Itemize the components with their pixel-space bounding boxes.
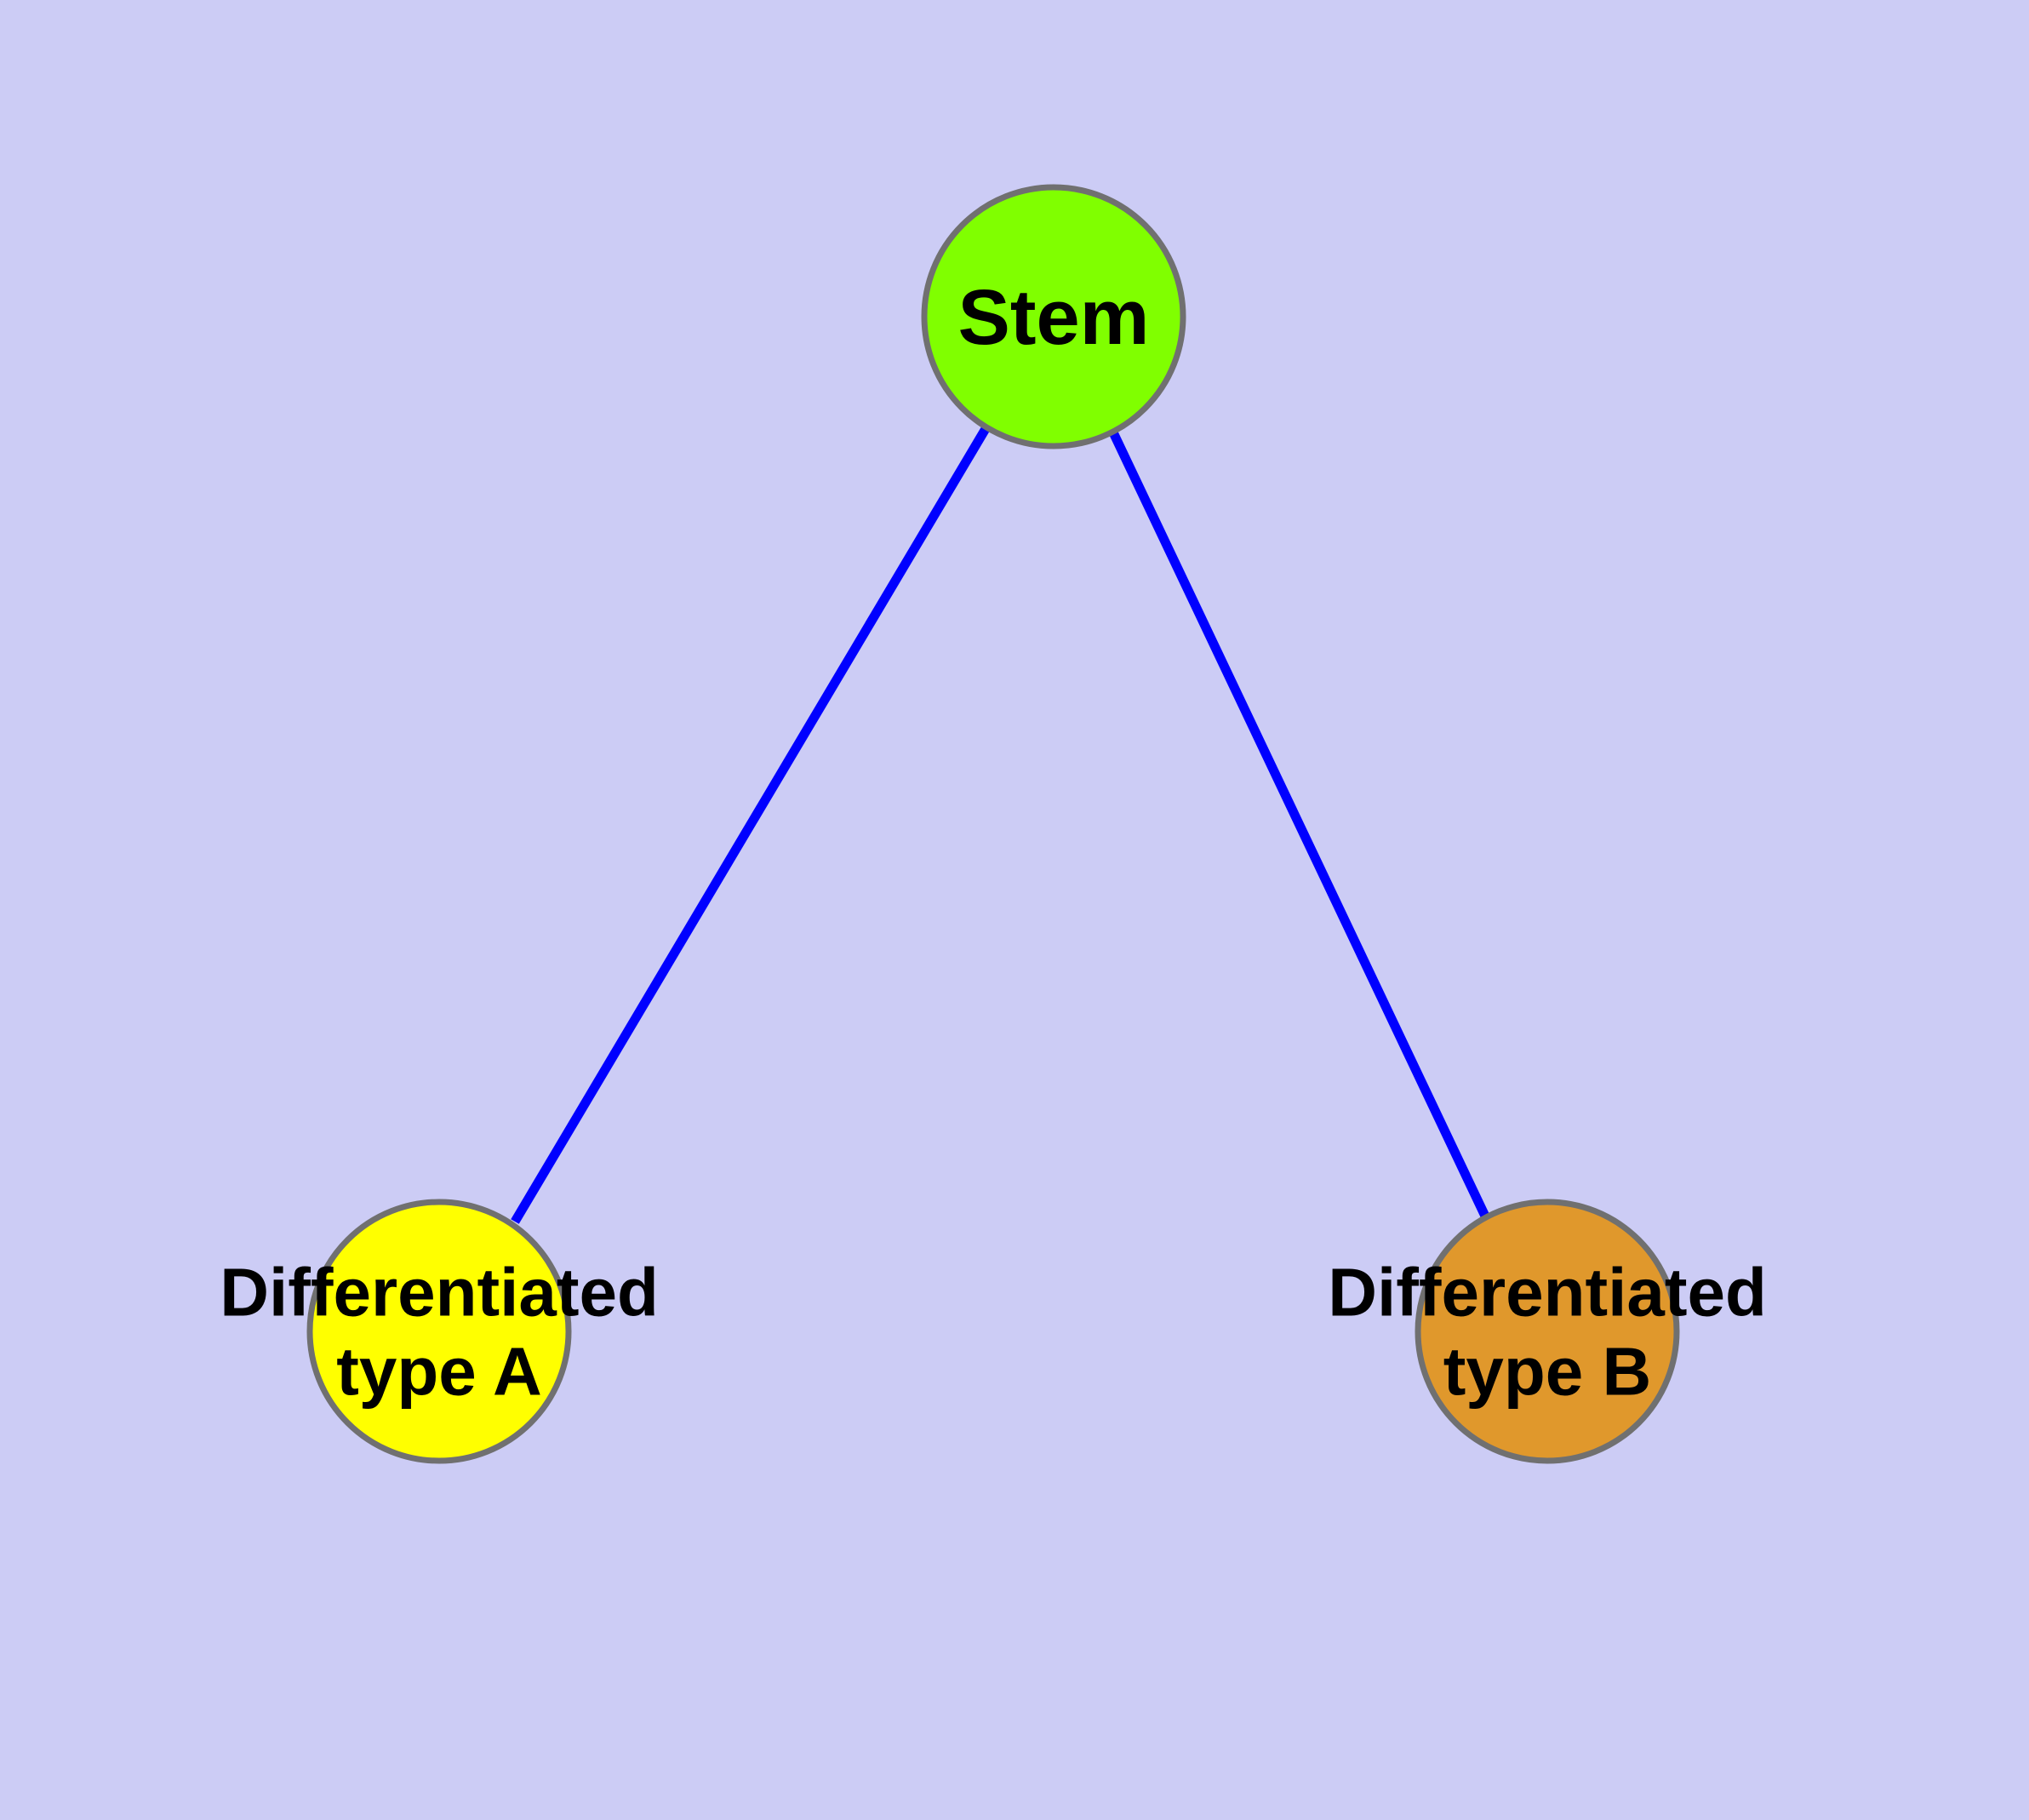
- node-differentiated-type-a-circle[interactable]: [306, 1199, 572, 1464]
- node-differentiated-type-b-circle[interactable]: [1415, 1199, 1680, 1464]
- node-stem-circle[interactable]: [921, 184, 1186, 449]
- node-stem[interactable]: Stem: [921, 184, 1186, 449]
- node-differentiated-type-a-label-line2: type A: [336, 1333, 542, 1409]
- node-layer: Stem Differentiated type A Differentiate…: [220, 184, 1767, 1464]
- node-differentiated-type-a[interactable]: Differentiated type A: [220, 1199, 659, 1464]
- node-differentiated-type-b-label-line1: Differentiated: [1328, 1255, 1767, 1331]
- edge-layer: [511, 425, 1493, 1226]
- node-stem-label: Stem: [958, 274, 1150, 361]
- node-differentiated-type-b-label-line2: type B: [1443, 1333, 1652, 1409]
- edge-stem-to-differentiated-type-a: [511, 425, 991, 1224]
- edge-stem-to-differentiated-type-b: [1109, 430, 1493, 1226]
- node-differentiated-type-b[interactable]: Differentiated type B: [1328, 1199, 1767, 1464]
- node-differentiated-type-a-label-line1: Differentiated: [220, 1255, 659, 1331]
